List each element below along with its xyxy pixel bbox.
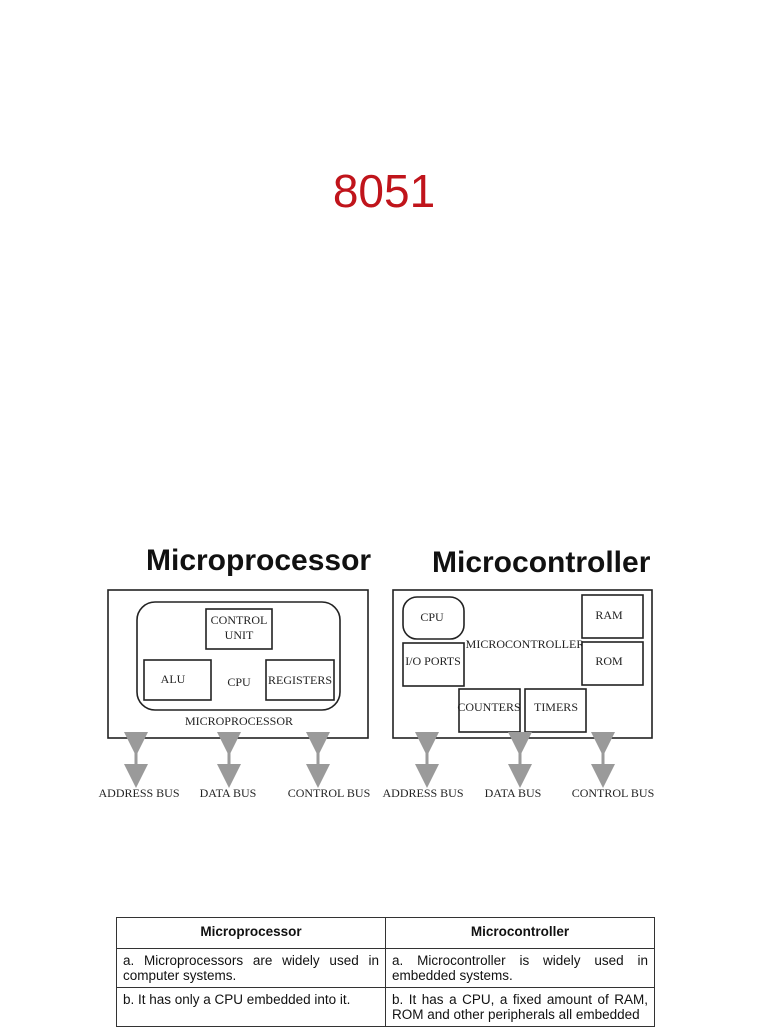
registers-box xyxy=(265,659,335,701)
microcontroller-heading: Microcontroller xyxy=(432,546,651,579)
table-header-microcontroller: Microcontroller xyxy=(385,917,655,949)
table-cell: a. Microcontroller is widely used in emb… xyxy=(385,948,655,988)
mp-control-bus-label: CONTROL BUS xyxy=(288,786,371,800)
counters-box xyxy=(458,688,521,733)
control-unit-box xyxy=(205,608,273,650)
mc-cpu-label: CPU xyxy=(420,610,444,624)
ram-label: RAM xyxy=(595,608,623,622)
alu-label: ALU xyxy=(161,672,186,686)
io-ports-label: I/O PORTS xyxy=(405,654,461,668)
mp-address-bus-label: ADDRESS BUS xyxy=(98,786,179,800)
rom-box xyxy=(581,641,644,686)
table-cell: b. It has only a CPU embedded into it. xyxy=(116,987,386,1027)
microprocessor-heading: Microprocessor xyxy=(146,544,371,577)
table-row: b. It has only a CPU embedded into it. b… xyxy=(116,987,655,1027)
mc-data-bus-label: DATA BUS xyxy=(485,786,542,800)
io-ports-box xyxy=(402,642,465,687)
control-unit-label-line1: CONTROL xyxy=(211,613,268,627)
table-header-row: Microprocessor Microcontroller xyxy=(116,917,655,949)
alu-box xyxy=(143,659,212,701)
mc-address-bus-label: ADDRESS BUS xyxy=(382,786,463,800)
mc-control-bus-label: CONTROL BUS xyxy=(572,786,655,800)
timers-label: TIMERS xyxy=(534,700,578,714)
table-header-microprocessor: Microprocessor xyxy=(116,917,386,949)
table-cell: a. Microprocessors are widely used in co… xyxy=(116,948,386,988)
rom-label: ROM xyxy=(595,654,623,668)
counters-label: COUNTERS xyxy=(457,700,520,714)
microprocessor-caption: MICROPROCESSOR xyxy=(185,714,293,728)
mp-cpu-label: CPU xyxy=(227,675,251,689)
ram-box xyxy=(581,594,644,639)
mc-cpu-box xyxy=(402,596,465,640)
table-cell: b. It has a CPU, a fixed amount of RAM, … xyxy=(385,987,655,1027)
control-unit-label-line2: UNIT xyxy=(225,628,254,642)
microcontroller-label: MICROCONTROLLER xyxy=(466,637,585,651)
mp-data-bus-label: DATA BUS xyxy=(200,786,257,800)
timers-box xyxy=(524,688,587,733)
registers-label: REGISTERS xyxy=(268,673,332,687)
page-title: 8051 xyxy=(332,165,436,217)
table-row: a. Microprocessors are widely used in co… xyxy=(116,948,655,988)
comparison-table: Microprocessor Microcontroller a. Microp… xyxy=(116,917,655,1027)
